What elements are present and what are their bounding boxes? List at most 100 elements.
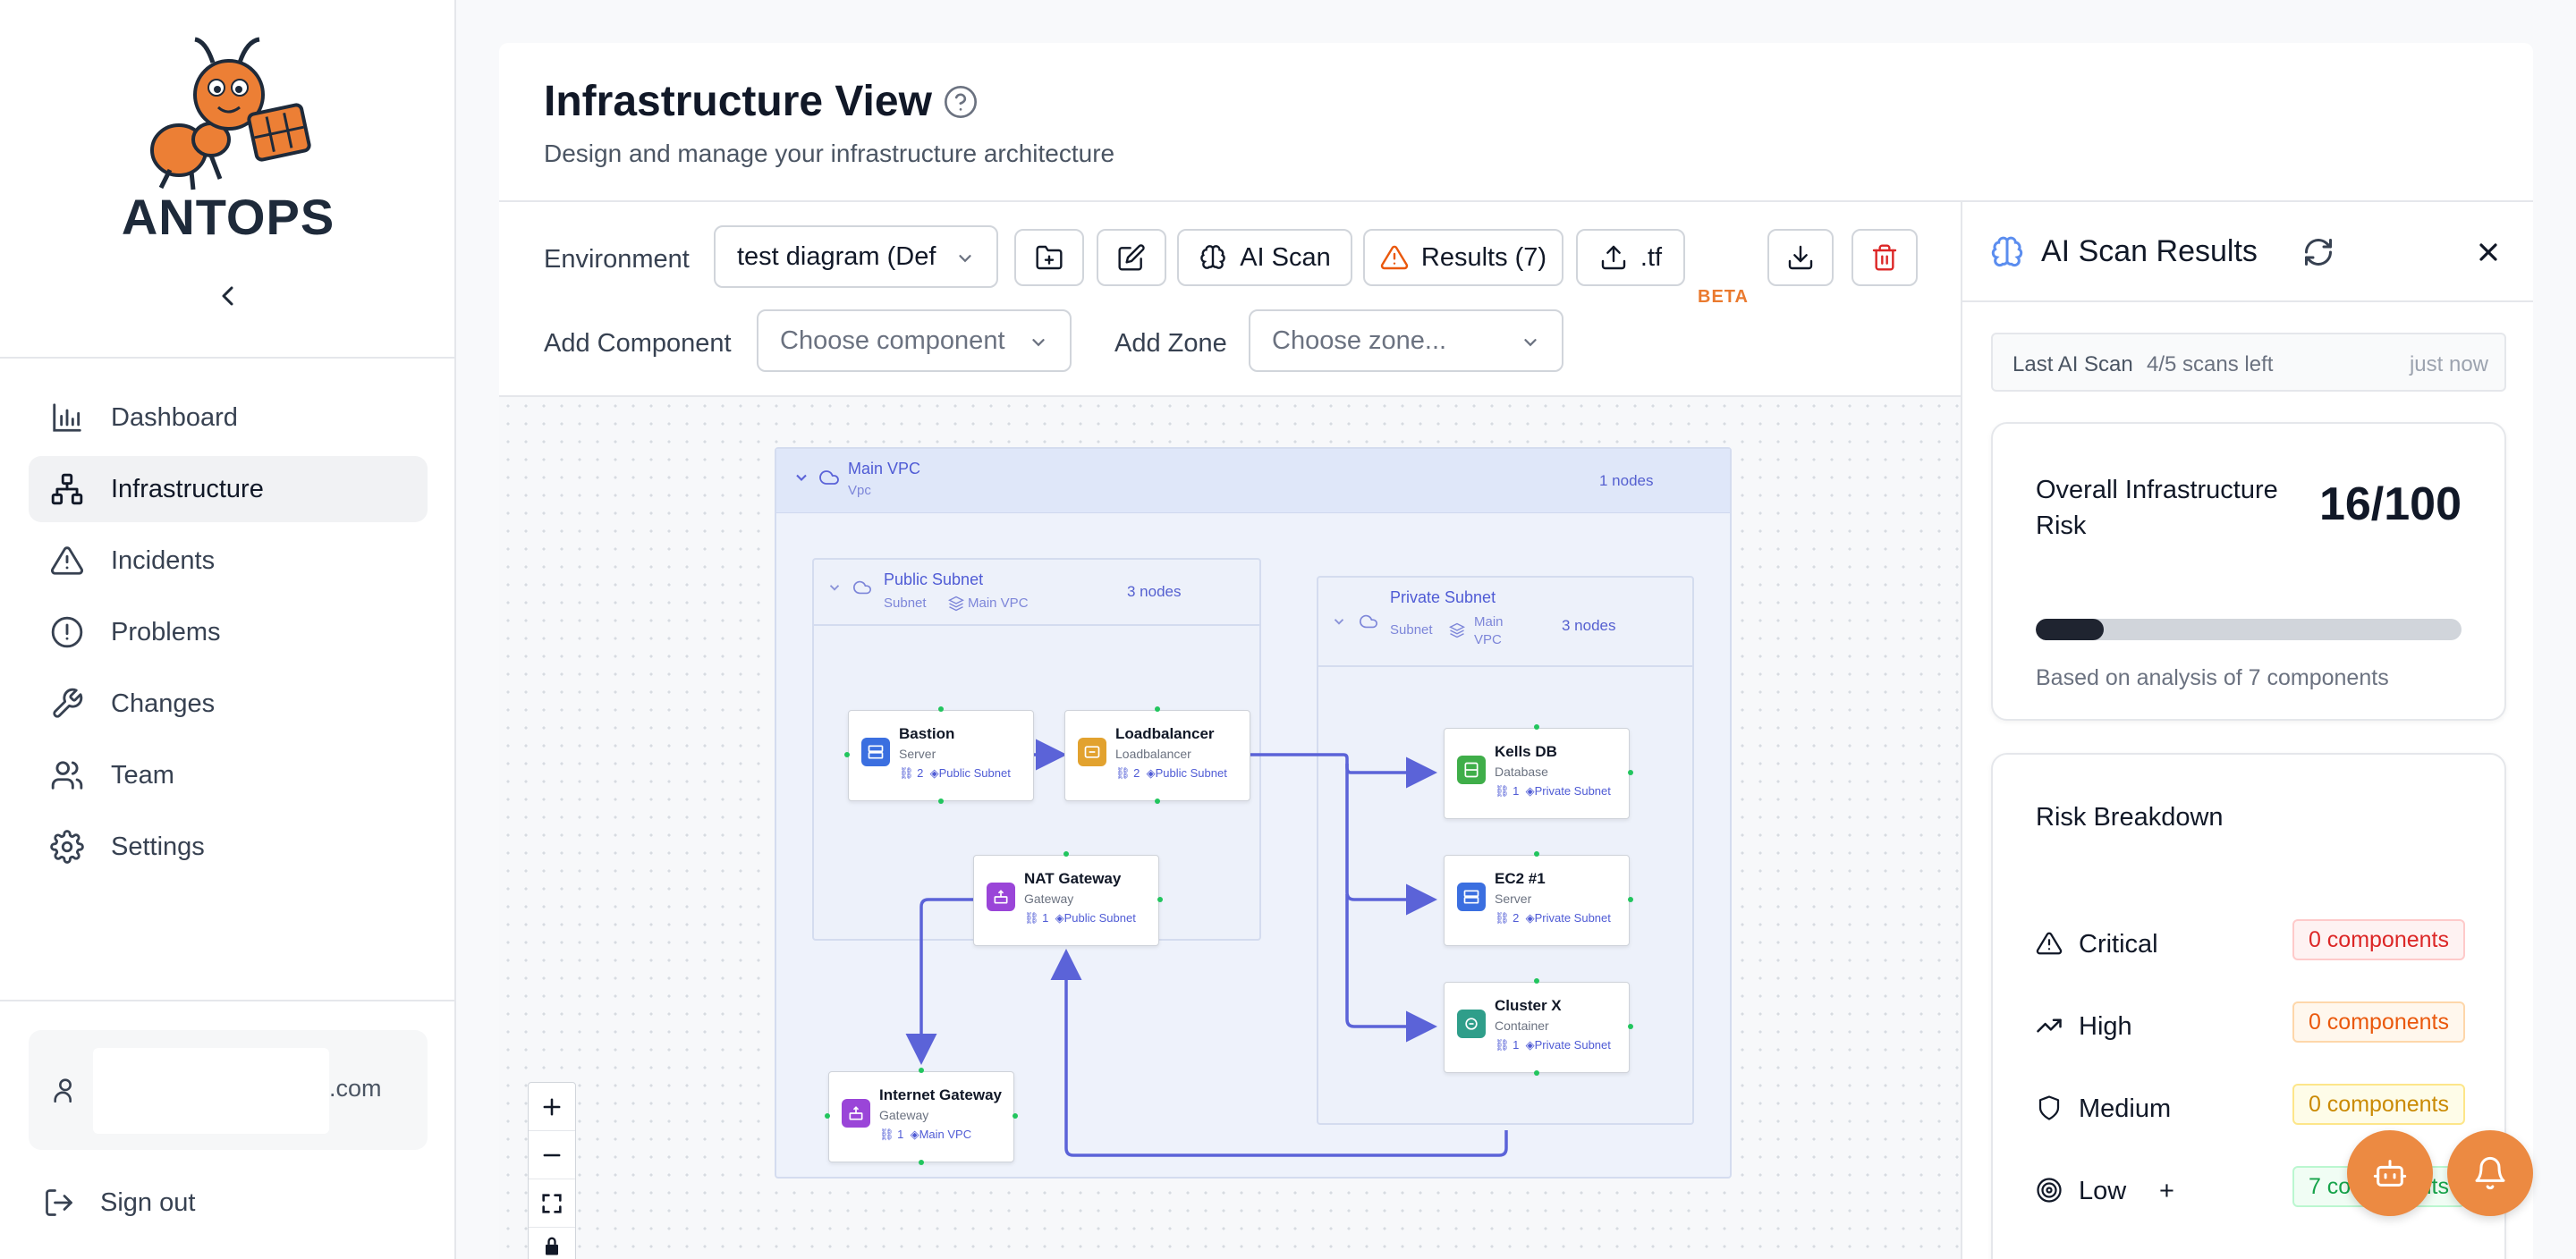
node-handle[interactable] (1628, 770, 1633, 775)
assistant-bot-button[interactable] (2347, 1130, 2433, 1216)
node-handle[interactable] (844, 752, 850, 757)
node-handle[interactable] (1628, 1024, 1633, 1029)
download-button[interactable] (1767, 229, 1834, 286)
node-title: EC2 #1 (1495, 870, 1546, 887)
chevron-down-icon[interactable] (792, 469, 810, 486)
component-select[interactable]: Choose component (757, 309, 1072, 372)
sidebar-item-label: Problems (111, 617, 221, 646)
sidebar-item-changes[interactable]: Changes (29, 671, 428, 737)
diagram-canvas[interactable]: Main VPC Vpc 1 nodes Public Subnet Subne… (499, 397, 1961, 1259)
sidebar-item-label: Dashboard (111, 402, 238, 432)
node-links: 2 (917, 766, 924, 780)
node-links: 2 (1133, 766, 1140, 780)
node-title: Internet Gateway (879, 1086, 1002, 1103)
new-folder-button[interactable] (1014, 229, 1084, 286)
node-ec2[interactable]: EC2 #1 Server ⛓ 2 ◈Private Subnet (1444, 855, 1630, 946)
zoom-controls (528, 1082, 576, 1259)
brand-name: ANTOPS (121, 189, 335, 245)
chevron-down-icon[interactable] (1331, 613, 1347, 630)
node-internet-gateway[interactable]: Internet Gateway Gateway ⛓ 1 ◈Main VPC (828, 1071, 1014, 1162)
trash-icon (1872, 244, 1897, 271)
lock-button[interactable] (529, 1228, 575, 1259)
environment-select[interactable]: test diagram (Def (714, 225, 998, 288)
sign-out-button[interactable]: Sign out (43, 1182, 195, 1223)
zone-title: Public Subnet (884, 570, 984, 588)
sidebar-item-label: Team (111, 760, 174, 790)
edit-button[interactable] (1097, 229, 1166, 286)
node-handle[interactable] (1155, 798, 1160, 804)
node-title: Loadbalancer (1115, 725, 1215, 742)
close-icon[interactable] (2474, 238, 2503, 266)
node-handle[interactable] (1155, 706, 1160, 712)
expand-low-button[interactable]: + (2159, 1177, 2174, 1205)
breakdown-row-high: High 0 components (2036, 1001, 2465, 1048)
brain-icon (1200, 245, 1225, 269)
cloud-icon (1360, 614, 1377, 629)
page-subtitle: Design and manage your infrastructure ar… (544, 139, 1115, 167)
node-handle[interactable] (938, 706, 944, 712)
sidebar-item-settings[interactable]: Settings (29, 814, 428, 880)
target-icon (2037, 1178, 2062, 1203)
node-handle[interactable] (1534, 978, 1539, 984)
sidebar-item-incidents[interactable]: Incidents (29, 528, 428, 594)
node-handle[interactable] (1628, 897, 1633, 902)
chevron-down-icon (1032, 339, 1045, 347)
node-handle[interactable] (919, 1160, 924, 1165)
node-handle[interactable] (1157, 897, 1163, 902)
node-kells-db[interactable]: Kells DB Database ⛓ 1 ◈Private Subnet (1444, 728, 1630, 819)
node-handle[interactable] (1013, 1113, 1018, 1119)
loadbalancer-icon (1078, 738, 1106, 766)
node-handle[interactable] (1534, 851, 1539, 857)
export-tf-button[interactable]: .tf (1576, 229, 1685, 286)
container-icon (1457, 1010, 1486, 1038)
node-cluster-x[interactable]: Cluster X Container ⛓ 1 ◈Private Subnet (1444, 982, 1630, 1073)
refresh-icon[interactable] (2302, 236, 2334, 268)
node-handle[interactable] (1534, 724, 1539, 730)
zone-select[interactable]: Choose zone... (1249, 309, 1563, 372)
node-handle[interactable] (825, 1113, 830, 1119)
ai-scan-label: AI Scan (1240, 242, 1331, 272)
results-button[interactable]: Results (7) (1363, 229, 1563, 286)
zone-parent: Main VPC (968, 596, 1029, 611)
users-icon (51, 761, 83, 790)
tf-label: .tf (1640, 242, 1663, 272)
shield-icon (2038, 1095, 2060, 1120)
zoom-in-button[interactable] (529, 1083, 575, 1131)
page-title: Infrastructure View (544, 78, 932, 125)
server-icon (861, 738, 890, 766)
node-type: Database (1495, 765, 1548, 779)
node-zone: Public Subnet (938, 766, 1011, 780)
zone-title: Private Subnet (1390, 588, 1496, 606)
help-circle-icon[interactable] (943, 84, 979, 120)
zoom-out-button[interactable] (529, 1131, 575, 1179)
node-handle[interactable] (919, 1068, 924, 1073)
chevron-down-icon[interactable] (826, 579, 843, 596)
sidebar-item-team[interactable]: Team (29, 742, 428, 808)
sidebar-item-infrastructure[interactable]: Infrastructure (29, 456, 428, 522)
fit-view-button[interactable] (529, 1179, 575, 1228)
warning-triangle-icon (51, 546, 83, 575)
node-meta: ⛓ 1 ◈Public Subnet (1024, 911, 1136, 925)
ai-scan-button[interactable]: AI Scan (1177, 229, 1352, 286)
notifications-button[interactable] (2447, 1130, 2533, 1216)
user-card[interactable]: .com (29, 1030, 428, 1150)
zone-divider (814, 624, 1259, 626)
node-nat-gateway[interactable]: NAT Gateway Gateway ⛓ 1 ◈Public Subnet (973, 855, 1159, 946)
critical-count-badge[interactable]: 0 components (2292, 919, 2465, 960)
sidebar-item-problems[interactable]: Problems (29, 599, 428, 665)
node-handle[interactable] (1534, 1070, 1539, 1076)
node-handle[interactable] (938, 798, 944, 804)
node-meta: ⛓ 1 ◈Main VPC (879, 1128, 972, 1141)
zone-placeholder: Choose zone... (1272, 325, 1447, 355)
node-handle[interactable] (1063, 851, 1069, 857)
medium-count-badge[interactable]: 0 components (2292, 1084, 2465, 1125)
node-bastion[interactable]: Bastion Server ⛓ 2 ◈Public Subnet (848, 710, 1034, 801)
delete-button[interactable] (1852, 229, 1918, 286)
collapse-sidebar-button[interactable] (215, 283, 242, 309)
node-type: Container (1495, 1018, 1549, 1033)
high-count-badge[interactable]: 0 components (2292, 1001, 2465, 1043)
log-out-icon (46, 1189, 72, 1216)
node-links: 1 (1513, 784, 1520, 798)
sidebar-item-dashboard[interactable]: Dashboard (29, 384, 428, 451)
node-loadbalancer[interactable]: Loadbalancer Loadbalancer ⛓ 2 ◈Public Su… (1064, 710, 1250, 801)
